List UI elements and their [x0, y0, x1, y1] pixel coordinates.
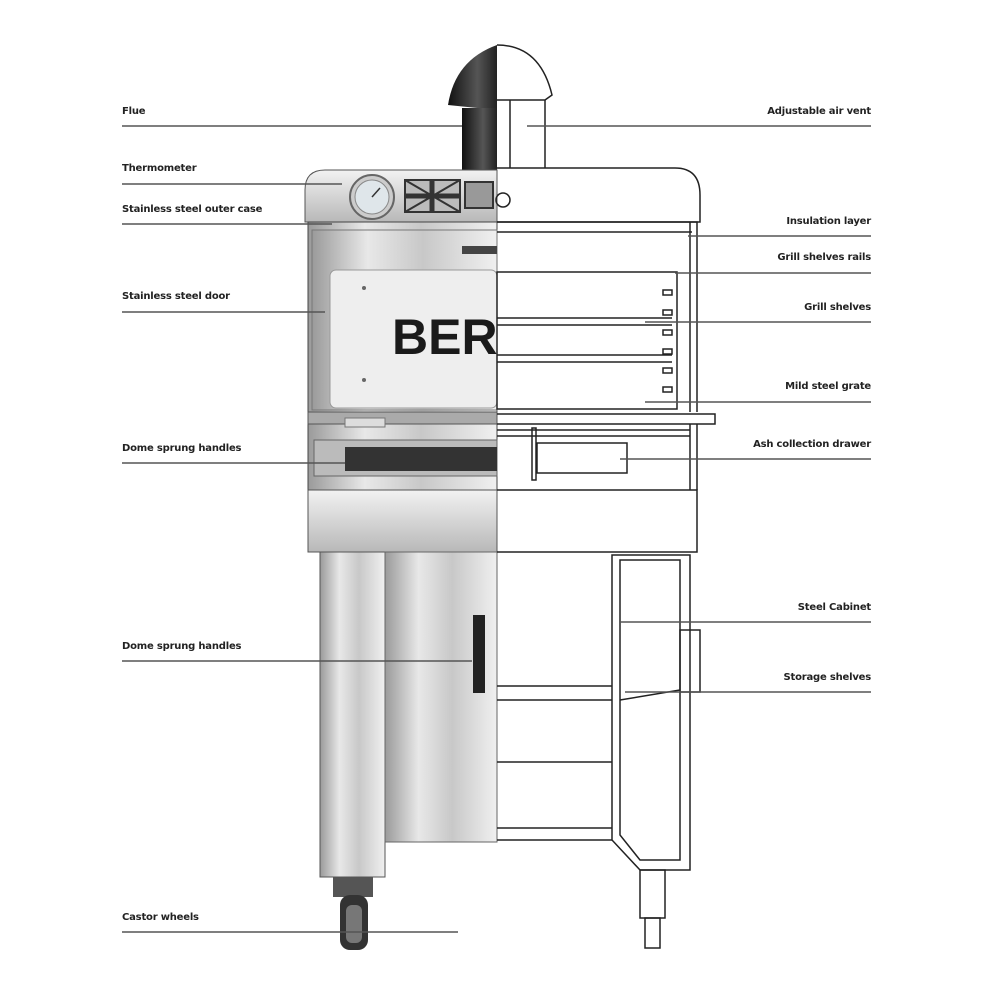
label-outer-case: Stainless steel outer case [122, 204, 263, 215]
flue-pipe [462, 108, 497, 170]
steel-half: BER [304, 45, 498, 950]
union-flag-icon [404, 179, 494, 213]
drawer-handle [345, 447, 497, 471]
flue-cap [448, 45, 497, 110]
label-flue: Flue [122, 106, 146, 117]
label-shelf-rails: Grill shelves rails [777, 252, 871, 263]
label-grate: Mild steel grate [785, 381, 871, 392]
leader-lines [122, 125, 871, 933]
label-dome-handles-lower: Dome sprung handles [122, 641, 242, 652]
label-air-vent: Adjustable air vent [767, 106, 871, 117]
base-band [307, 489, 498, 553]
vent-slider [462, 246, 497, 254]
label-castor-wheels: Castor wheels [122, 912, 199, 923]
label-insulation: Insulation layer [786, 216, 871, 227]
label-ash-drawer: Ash collection drawer [753, 439, 871, 450]
shelf-rail-tabs [662, 289, 673, 393]
label-door: Stainless steel door [122, 291, 230, 302]
line-drawing-half [495, 44, 716, 949]
label-thermometer: Thermometer [122, 163, 197, 174]
label-grill-shelves: Grill shelves [804, 302, 871, 313]
label-steel-cabinet: Steel Cabinet [797, 602, 871, 613]
left-leg [319, 551, 386, 878]
label-dome-handles-upper: Dome sprung handles [122, 443, 242, 454]
label-storage-shelves: Storage shelves [783, 672, 872, 683]
cabinet-door [384, 551, 498, 843]
brand-logo: BER [392, 309, 498, 365]
cabinet-handle [473, 615, 485, 693]
castor-wheel-icon [333, 877, 373, 950]
